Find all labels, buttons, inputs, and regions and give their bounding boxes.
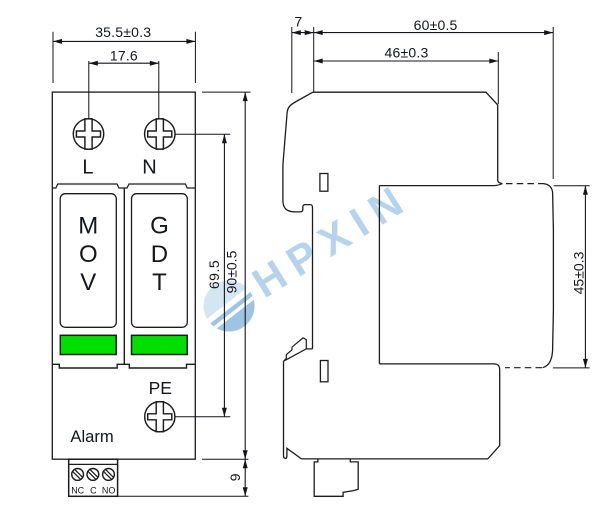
svg-text:60±0.5: 60±0.5 (414, 17, 458, 33)
svg-text:17.6: 17.6 (110, 48, 138, 64)
svg-text:N: N (142, 157, 156, 179)
svg-text:7: 7 (294, 14, 302, 30)
svg-text:NC: NC (71, 486, 84, 496)
svg-text:90±0.5: 90±0.5 (223, 250, 239, 293)
svg-text:C: C (90, 486, 97, 496)
svg-text:G: G (150, 213, 169, 240)
svg-text:O: O (79, 241, 98, 268)
svg-text:V: V (80, 269, 96, 296)
svg-text:M: M (78, 213, 98, 240)
svg-text:L: L (82, 157, 93, 179)
svg-text:9: 9 (227, 473, 243, 481)
svg-text:T: T (152, 269, 167, 296)
svg-text:45±0.3: 45±0.3 (570, 251, 586, 294)
svg-text:NO: NO (102, 486, 116, 496)
svg-text:Alarm: Alarm (70, 427, 113, 446)
svg-text:35.5±0.3: 35.5±0.3 (95, 24, 151, 40)
svg-text:69.5: 69.5 (206, 260, 222, 289)
svg-text:PE: PE (149, 378, 172, 398)
svg-text:D: D (151, 241, 168, 268)
svg-text:46±0.3: 46±0.3 (385, 45, 429, 61)
